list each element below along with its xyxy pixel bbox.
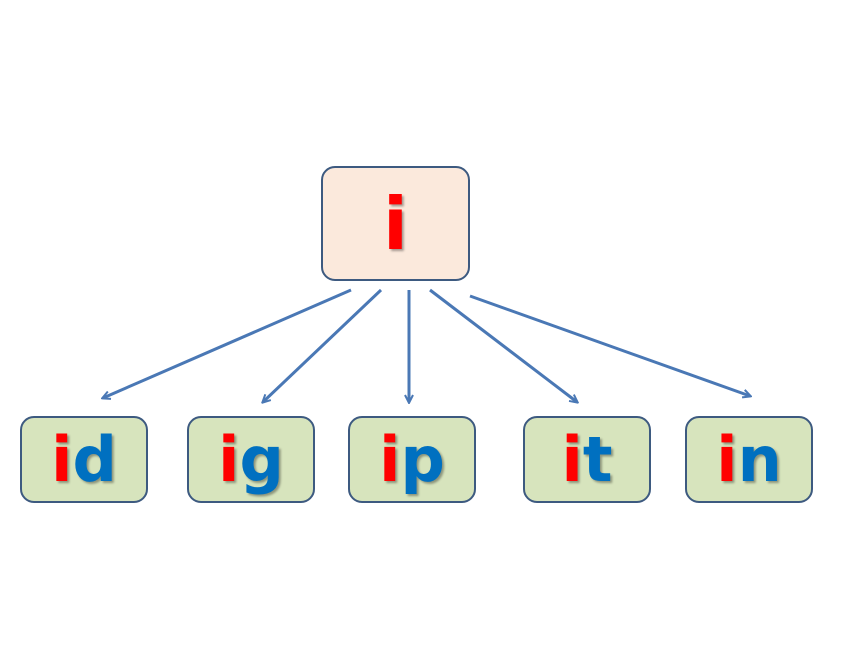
child-prefix: i bbox=[379, 422, 401, 496]
child-suffix: g bbox=[239, 422, 284, 496]
child-suffix: t bbox=[582, 422, 613, 496]
arrow-to-id bbox=[103, 288, 352, 398]
child-prefix: i bbox=[561, 422, 583, 496]
arrow-to-it bbox=[429, 288, 577, 402]
child-suffix: d bbox=[72, 422, 117, 496]
child-prefix: i bbox=[51, 422, 73, 496]
arrow-to-ig bbox=[263, 288, 383, 402]
child-prefix: i bbox=[218, 422, 240, 496]
child-suffix: n bbox=[737, 422, 782, 496]
root-node: i bbox=[321, 166, 470, 281]
child-suffix: p bbox=[400, 422, 445, 496]
root-letter: i bbox=[383, 181, 408, 266]
arrow-to-in bbox=[469, 294, 750, 396]
child-prefix: i bbox=[716, 422, 738, 496]
